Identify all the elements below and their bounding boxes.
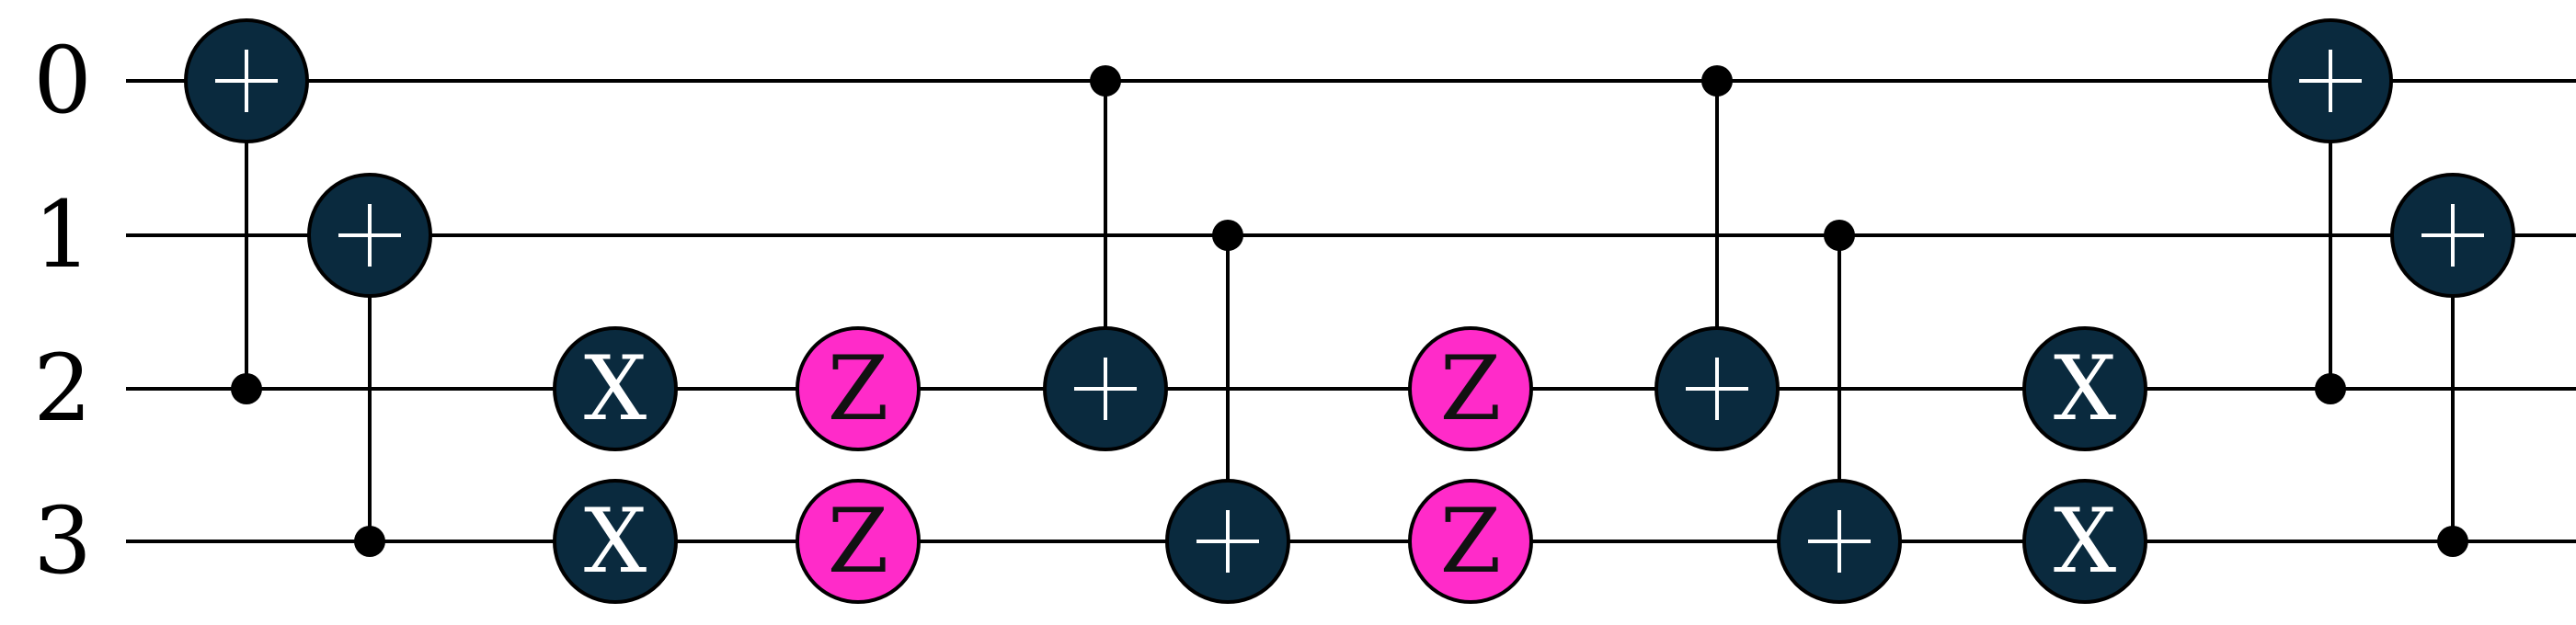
gate-z: Z [796,479,921,604]
gate-label: X [2054,490,2116,593]
control-dot [1212,220,1243,251]
cnot-gate [1654,65,1780,451]
gate-x: X [2022,479,2147,604]
qubit-label-0: 0 [33,27,92,134]
qubit-label-2: 2 [33,335,92,442]
gate-label: X [584,490,647,593]
gate-circle [1408,326,1533,451]
gate-label: X [2054,337,2116,440]
gate-circle [553,326,678,451]
gate-circle [796,479,921,604]
gate-circle [796,326,921,451]
control-dot [1824,220,1855,251]
gate-circle [2022,479,2147,604]
cnot-gate [1043,65,1168,451]
cnot-gate [307,173,432,557]
qubit-wires [126,79,2576,543]
gate-label: Z [828,337,889,440]
control-dot [354,526,385,557]
gate-x: X [2022,326,2147,451]
gate-label: Z [1440,490,1502,593]
qubit-label-1: 1 [33,181,92,289]
qubit-label-3: 3 [33,487,92,595]
gate-circle [1408,479,1533,604]
cnot-gate [184,18,309,404]
gate-circle [2022,326,2147,451]
gate-z: Z [1408,479,1533,604]
cnot-gate [2390,173,2515,557]
gate-label: Z [828,490,889,593]
gate-label: Z [1440,337,1502,440]
gate-label: X [584,337,647,440]
control-dot [1701,65,1733,97]
gate-z: Z [1408,326,1533,451]
control-dot [1090,65,1121,97]
control-dot [231,373,262,404]
gate-x: X [553,326,678,451]
control-dot [2437,526,2468,557]
gate-x: X [553,479,678,604]
gate-circle [553,479,678,604]
qubit-labels: 0 1 2 3 [33,27,92,595]
cnot-gate [1165,220,1290,604]
cnot-gate [2268,18,2393,404]
control-dot [2315,373,2346,404]
gate-z: Z [796,326,921,451]
cnot-gate [1777,220,1902,604]
